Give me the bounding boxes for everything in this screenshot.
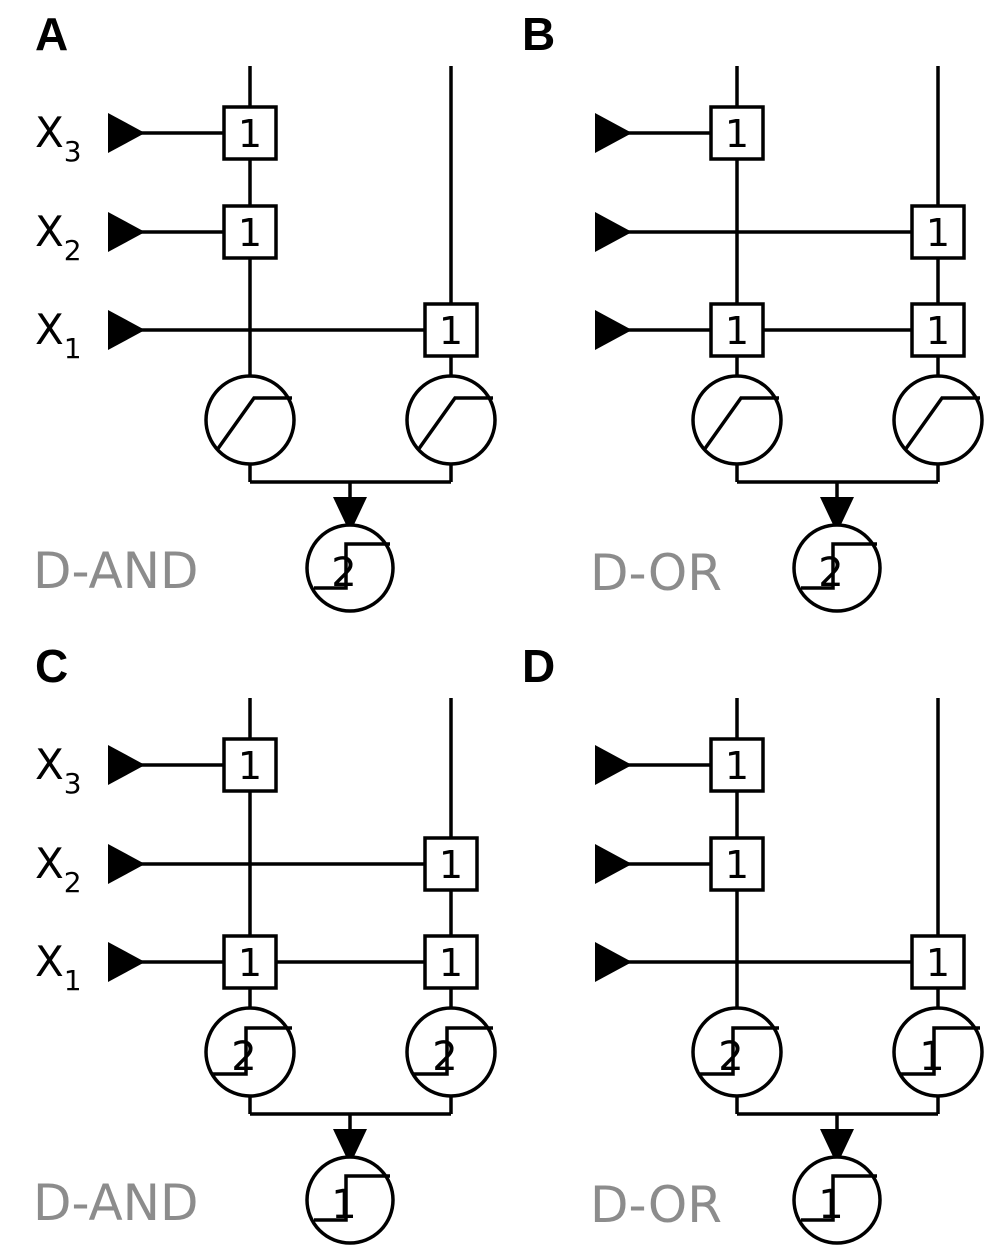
ramp-activation-icon [702,396,779,452]
input-label: X1 [35,305,82,365]
input-arrow-icon [108,310,145,350]
output-arrow-icon [820,497,854,533]
step-activation-icon [801,542,877,590]
dendrite-threshold: 2 [432,1034,457,1080]
panel-letter: D [522,640,555,692]
synapse-box [709,836,765,892]
input-arrow-icon [595,745,632,785]
synapse-box [910,934,966,990]
synapse-box [222,204,278,260]
synapse-box [709,737,765,793]
synapse-box [222,934,278,990]
synapse-weight: 1 [238,112,262,156]
dendrite-threshold: 1 [919,1034,944,1080]
synapse-weight: 1 [725,744,749,788]
dendrite-unit [691,374,783,466]
synapse-weight: 1 [238,211,262,255]
input-label-text: X [35,108,64,157]
input-label: X2 [35,207,82,267]
input-label: X2 [35,839,82,899]
input-label-text: X [35,207,64,256]
input-label-subscript: 2 [64,234,82,267]
synapse-weight: 1 [725,843,749,887]
input-arrow-icon [108,113,145,153]
step-activation-icon [314,542,390,590]
step-activation-icon [801,1174,877,1222]
synapse-weight: 1 [926,309,950,353]
input-arrow-icon [108,212,145,252]
input-label: X1 [35,937,82,997]
synapse-weight: 1 [238,941,262,985]
input-label-text: X [35,740,64,789]
input-arrow-icon [595,113,632,153]
synapse-box [910,204,966,260]
input-arrow-icon [595,942,632,982]
input-label-subscript: 3 [64,135,82,168]
gate-label: D-OR [590,544,722,602]
synapse-box [910,302,966,358]
synapse-box [709,302,765,358]
output-arrow-icon [333,497,367,533]
ramp-activation-icon [416,396,493,452]
output-arrow-icon [333,1129,367,1165]
input-label-text: X [35,305,64,354]
dendrite-unit [405,374,497,466]
input-label-text: X [35,937,64,986]
input-arrow-icon [595,310,632,350]
panel-letter: B [522,8,555,60]
ramp-activation-icon [215,396,292,452]
input-label-subscript: 1 [64,964,82,997]
output-threshold: 2 [331,550,356,596]
panel-letter: A [35,8,68,60]
gate-label: D-AND [33,1174,199,1232]
synapse-weight: 1 [238,744,262,788]
input-label-subscript: 1 [64,332,82,365]
dendrite-unit [892,374,984,466]
input-label: X3 [35,108,82,168]
input-label-subscript: 3 [64,767,82,800]
gate-label: D-AND [33,542,199,600]
panel-letter: C [35,640,68,692]
synapse-weight: 1 [725,309,749,353]
input-label: X3 [35,740,82,800]
input-arrow-icon [108,844,145,884]
step-activation-icon [700,1026,779,1076]
synapse-weight: 1 [926,941,950,985]
synapse-box [423,836,479,892]
dendrite-threshold: 2 [718,1034,743,1080]
synapse-box [423,302,479,358]
step-activation-icon [414,1026,493,1076]
input-arrow-icon [595,844,632,884]
input-arrow-icon [595,212,632,252]
step-activation-icon [213,1026,292,1076]
output-threshold: 1 [818,1182,843,1228]
output-threshold: 2 [818,550,843,596]
synapse-box [222,105,278,161]
step-activation-icon [901,1026,980,1076]
synapse-weight: 1 [725,112,749,156]
step-activation-icon [314,1174,390,1222]
ramp-activation-icon [903,396,980,452]
synapse-weight: 1 [439,843,463,887]
synapse-weight: 1 [926,211,950,255]
input-arrow-icon [108,745,145,785]
gate-label: D-OR [590,1176,722,1234]
synapse-box [222,737,278,793]
input-label-subscript: 2 [64,866,82,899]
input-label-text: X [35,839,64,888]
synapse-weight: 1 [439,941,463,985]
synapse-box [423,934,479,990]
panel-b: B 1 1 1 1 2 D-OR [522,8,984,613]
dendrite-unit [204,374,296,466]
output-threshold: 1 [331,1182,356,1228]
input-arrow-icon [108,942,145,982]
synapse-box [709,105,765,161]
output-arrow-icon [820,1129,854,1165]
dendrite-threshold: 2 [231,1034,256,1080]
synapse-weight: 1 [439,309,463,353]
